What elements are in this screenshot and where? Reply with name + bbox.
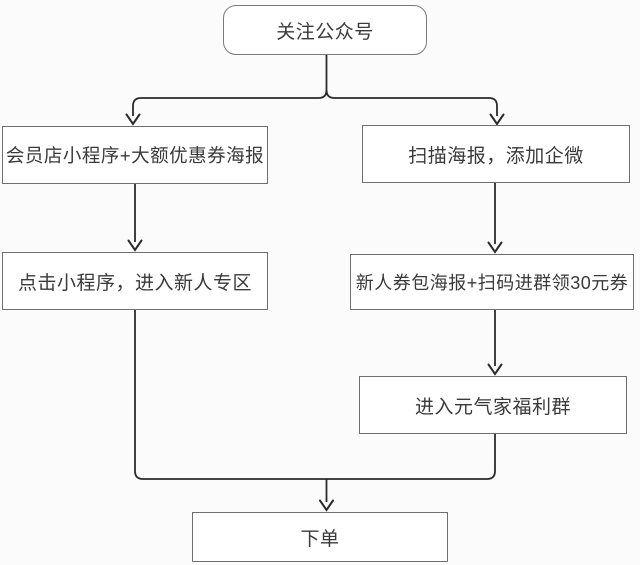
arrowhead-left2 <box>127 239 143 252</box>
node-label: 进入元气家福利群 <box>414 396 571 418</box>
node-follow-official-account: 关注公众号 <box>223 5 427 55</box>
edge-right3-to-merge <box>326 434 496 480</box>
node-click-miniprogram-newcomer-zone: 点击小程序，进入新人专区 <box>2 252 268 310</box>
arrowhead-right2 <box>487 241 503 254</box>
node-newcomer-coupon-pack-scan-join-group: 新人券包海报+扫码进群领30元券 <box>350 254 634 310</box>
node-join-welfare-group: 进入元气家福利群 <box>359 376 627 434</box>
node-scan-poster-add-wecom: 扫描海报，添加企微 <box>362 125 630 183</box>
node-member-store-miniprogram-poster: 会员店小程序+大额优惠券海报 <box>2 126 268 184</box>
node-place-order: 下单 <box>192 512 448 562</box>
edge-follow-to-left1 <box>132 89 328 116</box>
arrowhead-order <box>319 499 334 512</box>
node-label: 点击小程序，进入新人专区 <box>17 272 252 294</box>
arrowhead-right1 <box>489 113 505 126</box>
edge-left2-to-merge <box>134 310 327 480</box>
node-label: 新人券包海报+扫码进群领30元券 <box>355 273 629 293</box>
node-label: 扫描海报，添加企微 <box>408 145 584 167</box>
node-label: 会员店小程序+大额优惠券海报 <box>5 145 265 166</box>
node-label: 下单 <box>300 528 340 550</box>
arrowhead-left1 <box>125 113 141 126</box>
arrowhead-right3 <box>487 363 503 376</box>
edge-follow-to-right1 <box>325 89 498 116</box>
node-label: 关注公众号 <box>276 21 374 43</box>
